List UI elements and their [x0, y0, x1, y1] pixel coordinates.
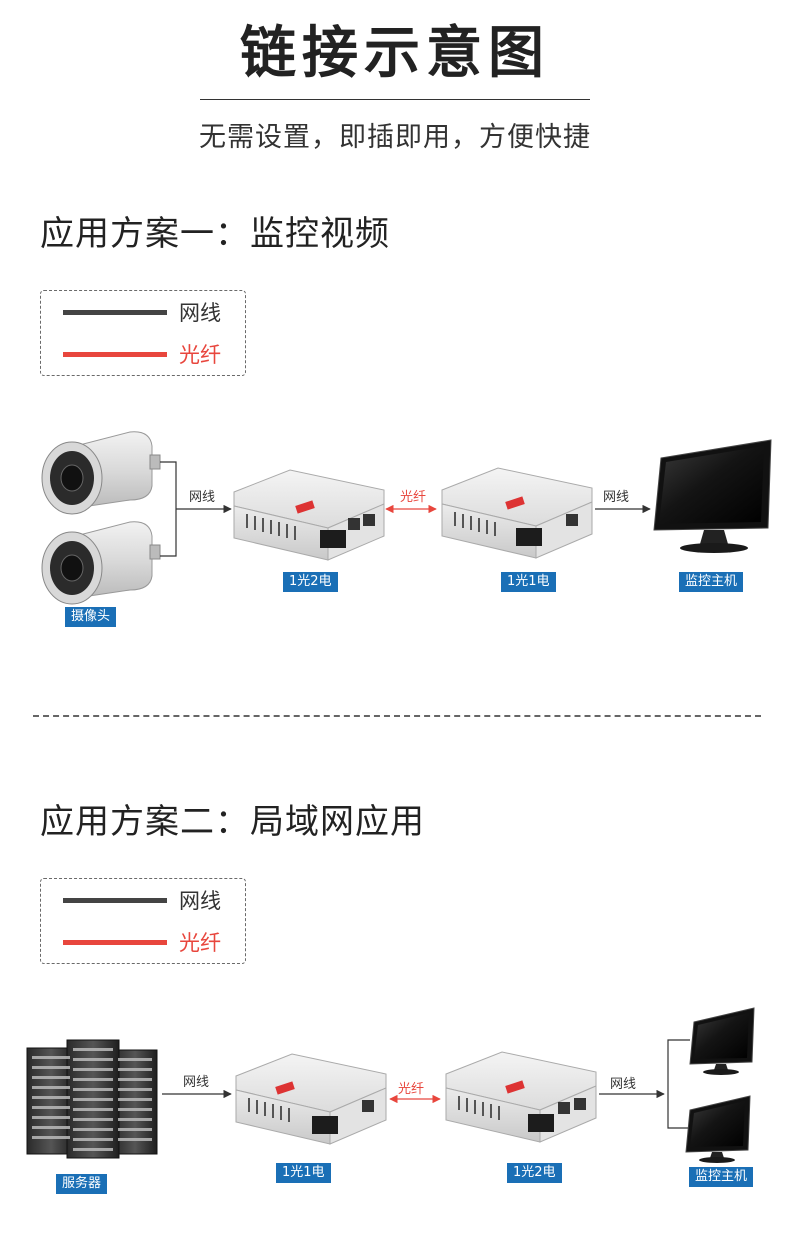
legend-fiber-label: 光纤: [179, 343, 221, 367]
camera-badge: 摄像头: [65, 607, 117, 627]
legend-cable-swatch: [63, 898, 167, 903]
server-rack: [26, 1039, 158, 1159]
scheme2-monitor-2: [685, 1095, 751, 1163]
legend-cable-label: 网线: [179, 301, 221, 325]
scheme1-cable-label-2: 网线: [603, 490, 630, 505]
scheme1-host-badge: 监控主机: [679, 572, 744, 592]
scheme1-fiber-label: 光纤: [400, 490, 427, 505]
camera-2: [41, 521, 161, 605]
scheme2-converter-b-badge: 1光2电: [507, 1163, 562, 1183]
title-underline: [200, 99, 590, 100]
scheme1-title: 应用方案一：监控视频: [40, 214, 390, 254]
legend-fiber-label: 光纤: [179, 931, 221, 955]
scheme2-converter-a: [235, 1053, 387, 1145]
scheme2-legend: 网线 光纤: [40, 878, 246, 964]
scheme1-converter-a: [233, 469, 385, 561]
camera-1: [41, 431, 161, 515]
scheme1-converter-a-badge: 1光2电: [283, 572, 338, 592]
scheme2-converter-a-badge: 1光1电: [276, 1163, 331, 1183]
scheme2-title: 应用方案二：局域网应用: [40, 802, 425, 842]
legend-cable-label: 网线: [179, 889, 221, 913]
server-badge: 服务器: [56, 1174, 108, 1194]
page-subtitle: 无需设置，即插即用，方便快捷: [199, 122, 591, 153]
scheme1-cable-label-1: 网线: [189, 490, 216, 505]
scheme2-cable-label-2: 网线: [610, 1077, 637, 1092]
camera-cable-bracket: [160, 461, 177, 557]
scheme1-monitor: [653, 439, 772, 553]
page-title: 链接示意图: [240, 21, 550, 86]
section-divider: [33, 715, 761, 717]
scheme2-monitor-1: [689, 1007, 755, 1075]
scheme2-cable-label-1: 网线: [183, 1075, 210, 1090]
scheme2-host-badge: 监控主机: [689, 1167, 754, 1187]
legend-fiber-swatch: [63, 940, 167, 945]
scheme1-legend: 网线 光纤: [40, 290, 246, 376]
legend-fiber-swatch: [63, 352, 167, 357]
scheme1-converter-b: [441, 467, 593, 559]
monitor-cable-bracket: [667, 1039, 690, 1129]
scheme1-converter-b-badge: 1光1电: [501, 572, 556, 592]
scheme2-converter-b: [445, 1051, 597, 1143]
scheme2-fiber-label: 光纤: [398, 1082, 425, 1097]
legend-cable-swatch: [63, 310, 167, 315]
